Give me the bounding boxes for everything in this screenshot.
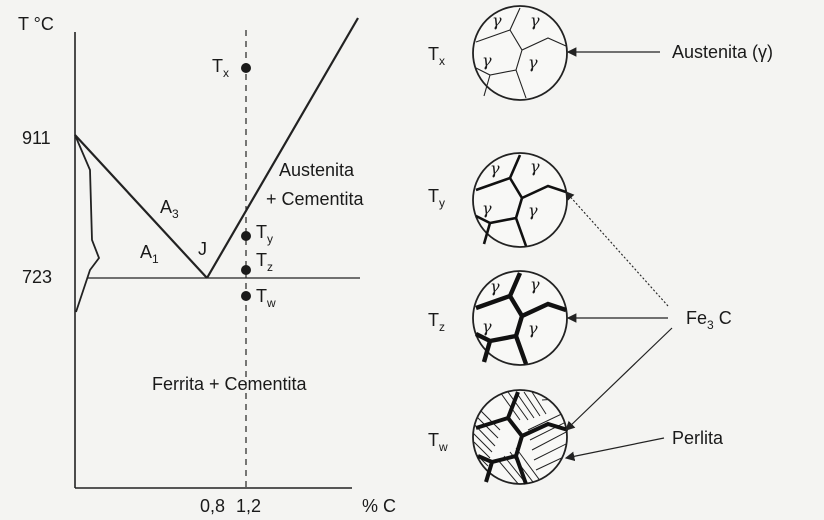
- eutectoid-point-label: J: [198, 239, 207, 259]
- point-tz-label: Tz: [256, 250, 273, 274]
- grain-symbol: γ: [482, 199, 492, 218]
- grain-symbol: γ: [528, 319, 538, 338]
- fe3c-callout: Fe3 C: [686, 308, 732, 332]
- x-tick-0-8: 0,8: [200, 496, 225, 516]
- grain-symbol: γ: [528, 201, 538, 220]
- pearlite-callout: Perlita: [672, 428, 724, 448]
- point-tw-label: Tw: [256, 286, 276, 310]
- microstructure-ty-label: Ty: [428, 186, 445, 210]
- a3-label: A3: [160, 197, 179, 221]
- grain-symbol: γ: [492, 11, 502, 30]
- point-tw: [241, 291, 251, 301]
- fe3c-arrow-tw: [565, 327, 673, 431]
- microstructure-tz: γ γ γ γ: [472, 270, 568, 366]
- point-tx: [241, 63, 251, 73]
- point-ty: [241, 231, 251, 241]
- region-austenite-label: Austenita: [279, 160, 355, 180]
- a1-label: A1: [140, 242, 159, 266]
- acm-line: [206, 17, 359, 279]
- microstructure-ty: γ γ γ γ: [472, 152, 568, 248]
- fe3c-arrow-ty: [565, 191, 669, 307]
- microstructure-tw: [472, 389, 569, 485]
- microstructure-tw-label: Tw: [428, 430, 448, 454]
- point-tx-label: Tx: [212, 56, 229, 80]
- austenite-callout: Austenita (γ): [672, 42, 773, 62]
- point-tz: [241, 265, 251, 275]
- grain-symbol: γ: [530, 157, 540, 176]
- microstructure-tz-label: Tz: [428, 310, 445, 334]
- microstructure-tx: γ γ γ γ: [472, 5, 568, 101]
- a3-line: [74, 134, 208, 279]
- y-axis-label: T °C: [18, 14, 54, 34]
- grain-symbol: γ: [530, 275, 540, 294]
- grain-symbol: γ: [482, 51, 492, 70]
- grain-symbol: γ: [490, 277, 500, 296]
- region-ferrite-cementite-label: Ferrita + Cementita: [152, 374, 308, 394]
- point-ty-label: Ty: [256, 222, 273, 246]
- x-tick-1-2: 1,2: [236, 496, 261, 516]
- y-tick-911: 911: [22, 128, 51, 148]
- grain-symbol: γ: [490, 159, 500, 178]
- region-cementite-label: + Cementita: [266, 189, 365, 209]
- grain-symbol: γ: [530, 11, 540, 30]
- x-axis-label: % C: [362, 496, 396, 516]
- ferrite-boundary: [74, 134, 101, 313]
- grain-symbol: γ: [528, 53, 538, 72]
- y-tick-723: 723: [22, 267, 52, 287]
- microstructure-tx-label: Tx: [428, 44, 445, 68]
- pearlite-arrow: [564, 437, 665, 462]
- grain-symbol: γ: [482, 317, 492, 336]
